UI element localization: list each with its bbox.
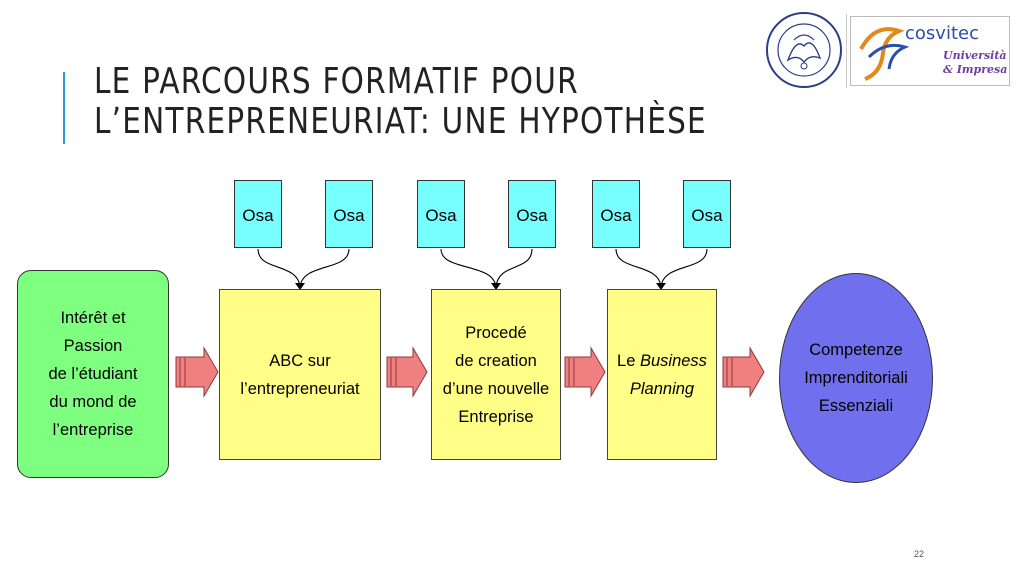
step-business-planning-box: Le Business Planning — [607, 289, 717, 460]
step2-line: de creation — [455, 351, 537, 370]
page-number: 22 — [914, 549, 925, 559]
step-abc-box: ABC sur l’entrepreneuriat — [219, 289, 381, 460]
step2-line: Entreprise — [458, 407, 534, 426]
block-arrow-3 — [564, 346, 606, 398]
connector-osa2-step1 — [299, 248, 350, 289]
osa-box-2: Osa — [325, 180, 373, 248]
block-arrow-2 — [386, 346, 428, 398]
step2-line: Procedé — [465, 323, 527, 342]
end-competences-circle: Competenze Imprenditoriali Essenziali — [779, 273, 933, 483]
connector-osa3-step2 — [440, 248, 497, 289]
end-line: Essenziali — [818, 397, 894, 415]
end-line: Competenze — [809, 341, 903, 359]
start-line: l’entreprise — [52, 421, 134, 439]
logo-divider — [846, 14, 847, 88]
slide-title-line2: l’entrepreneuriat: une hypothèse — [94, 101, 707, 142]
cosvitec-swirl-icon — [859, 27, 910, 81]
step3-prefix: Le — [617, 351, 640, 370]
arrowhead-step1 — [295, 283, 305, 290]
step2-line: d’une nouvelle — [442, 379, 550, 398]
step1-line: ABC sur — [269, 351, 331, 370]
step1-line: l’entrepreneuriat — [240, 379, 360, 398]
step3-italic-planning: Planning — [629, 379, 695, 398]
connector-osa1-step1 — [257, 248, 301, 289]
block-arrow-4 — [722, 346, 765, 398]
connector-osa6-step3 — [660, 248, 708, 289]
step-creation-box: Procedé de creation d’une nouvelle Entre… — [431, 289, 561, 460]
cosvitec-subtitle-1: Università — [943, 49, 1007, 62]
osa-box-3: Osa — [417, 180, 465, 248]
logos-area: cosvitec Università & Impresa — [762, 8, 1018, 88]
start-line: de l’étudiant — [48, 365, 138, 383]
slide-title: Le parcours formatif pour l’entrepreneur… — [94, 61, 707, 142]
connector-osa5-step3 — [615, 248, 662, 289]
slide-title-line1: Le parcours formatif pour — [94, 61, 579, 102]
start-line: Passion — [63, 337, 123, 355]
osa-box-5: Osa — [592, 180, 640, 248]
arrowhead-step2 — [491, 283, 501, 290]
osa-box-4: Osa — [508, 180, 556, 248]
connector-osa4-step2 — [495, 248, 533, 289]
block-arrow-1 — [175, 346, 219, 398]
cosvitec-logo: cosvitec Università & Impresa — [850, 16, 1010, 86]
title-accent-bar — [63, 72, 65, 144]
university-seal-logo — [766, 12, 842, 88]
start-line: du mond de — [49, 393, 137, 411]
cosvitec-subtitle-2: & Impresa — [943, 63, 1008, 76]
step3-line2: Planning — [617, 375, 707, 403]
osa-box-6: Osa — [683, 180, 731, 248]
step3-line1: Le Business — [617, 347, 707, 375]
step3-italic-business: Business — [639, 351, 707, 370]
arrowhead-step3 — [656, 283, 666, 290]
start-interest-box: Intérêt et Passion de l’étudiant du mond… — [17, 270, 169, 478]
cosvitec-wordmark: cosvitec — [905, 23, 979, 44]
osa-box-1: Osa — [234, 180, 282, 248]
end-line: Imprenditoriali — [804, 369, 908, 387]
start-line: Intérêt et — [60, 309, 126, 327]
